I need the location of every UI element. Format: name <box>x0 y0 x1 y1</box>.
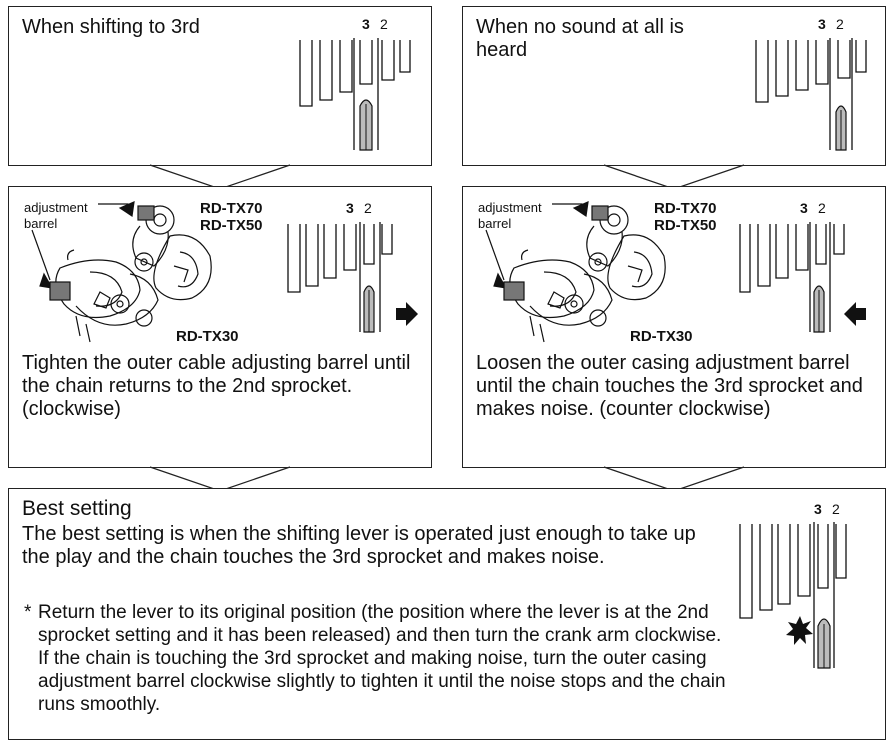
sprocket-label-2: 2 <box>380 16 388 32</box>
sprocket-diagram-mid-left <box>287 222 418 333</box>
sprocket-label-3: 3 <box>362 16 370 32</box>
label-adjustment: adjustment <box>24 200 88 215</box>
label-barrel: barrel <box>478 216 512 231</box>
best-setting-body: The best setting is when the shifting le… <box>22 523 696 568</box>
sprocket-3 <box>359 40 373 85</box>
arrow-right-icon <box>396 302 418 326</box>
derailleur-illustration-right <box>485 201 666 343</box>
model-rd-tx70: RD-TX70 <box>200 200 263 217</box>
sprocket-label-3: 3 <box>818 16 826 32</box>
model-rd-tx70: RD-TX70 <box>654 200 717 217</box>
best-setting-heading: Best setting <box>22 497 132 520</box>
sprocket-diagram-top-right <box>755 38 867 151</box>
sprocket-label-2: 2 <box>836 16 844 32</box>
instruction-loosen: Loosen the outer casing adjustment barre… <box>476 352 863 420</box>
best-setting-footnote: Return the lever to its original positio… <box>38 602 726 715</box>
sprocket-label-2: 2 <box>818 200 826 216</box>
sprocket-label-3: 3 <box>814 501 822 517</box>
footnote-mark: * <box>24 602 32 623</box>
label-barrel: barrel <box>24 216 58 231</box>
sprocket-diagram-best <box>739 522 847 669</box>
sprocket-label-2: 2 <box>832 501 840 517</box>
arrow-left-icon <box>844 302 866 326</box>
derailleur-illustration-left <box>31 201 212 343</box>
sprocket-diagram-mid-right <box>739 222 866 333</box>
model-rd-tx50: RD-TX50 <box>654 217 717 234</box>
label-adjustment: adjustment <box>478 200 542 215</box>
model-rd-tx30: RD-TX30 <box>630 328 693 345</box>
model-rd-tx50: RD-TX50 <box>200 217 263 234</box>
panel-title-shifting-to-3rd: When shifting to 3rd <box>22 16 200 38</box>
sprocket-label-3: 3 <box>800 200 808 216</box>
instruction-tighten: Tighten the outer cable adjusting barrel… <box>22 352 411 420</box>
model-rd-tx30: RD-TX30 <box>176 328 239 345</box>
sprocket-diagram-top-left <box>299 38 411 151</box>
noise-burst-icon <box>786 616 813 645</box>
panel-title-no-sound: When no sound at all is heard <box>476 16 684 61</box>
sprocket-label-3: 3 <box>346 200 354 216</box>
sprocket-label-2: 2 <box>364 200 372 216</box>
panel-no-sound <box>462 6 886 166</box>
